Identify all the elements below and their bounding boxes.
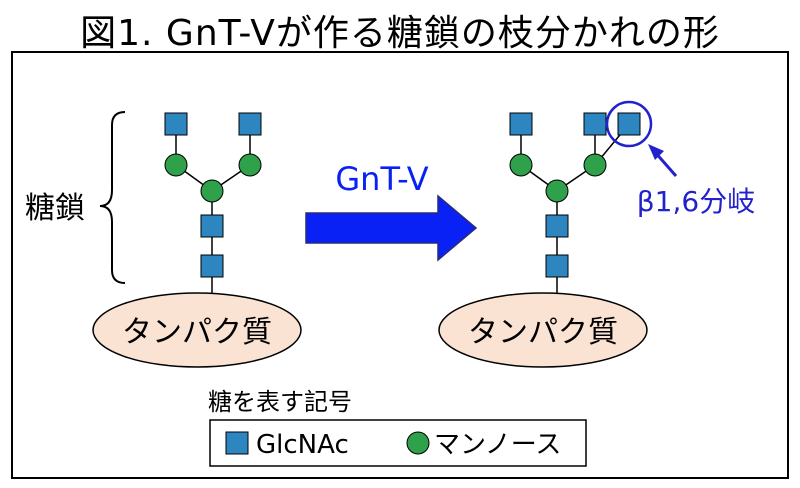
branch-label: β1,6分岐 [637,185,755,218]
protein-label-left: タンパク質 [122,315,272,350]
branch-pointer-arrowhead-icon [648,144,664,160]
sugar-chain-brace [99,111,126,284]
legend-heading: 糖を表す記号 [208,388,352,416]
legend-mannose-circle-icon [406,431,430,455]
protein-ellipse-left [92,292,302,368]
glcnac-square [583,112,607,136]
mannose-circle [583,153,607,177]
glcnac-square [545,254,569,278]
glcnac-square [545,214,569,238]
glcnac-square [164,112,188,136]
glcnac-square [509,112,533,136]
glcnac-square [200,214,224,238]
glcnac-square [238,112,262,136]
glycan-right [509,112,641,300]
diagram-frame [11,51,789,479]
glycan-left [164,112,262,300]
legend-mannose-label: マンノース [434,430,561,460]
figure-title: 図1. GnT-Vが作る糖鎖の枝分かれの形 [80,13,720,54]
legend-glcnac-square-icon [225,431,249,455]
mannose-circle [200,179,224,203]
legend-box [209,419,587,467]
mannose-circle [164,153,188,177]
mannose-circle [509,153,533,177]
mannose-circle [545,179,569,203]
branch-highlight-circle [605,100,653,148]
sugar-chain-label: 糖鎖 [25,191,85,226]
glcnac-square [200,254,224,278]
legend-glcnac-label: GlcNAc [256,430,349,460]
protein-label-right: タンパク質 [468,315,618,350]
glcnac-square-branch [617,112,641,136]
enzyme-label: GnT-V [335,160,428,198]
mannose-circle [238,153,262,177]
protein-ellipse-right [438,292,648,368]
reaction-arrow-icon [305,194,478,262]
